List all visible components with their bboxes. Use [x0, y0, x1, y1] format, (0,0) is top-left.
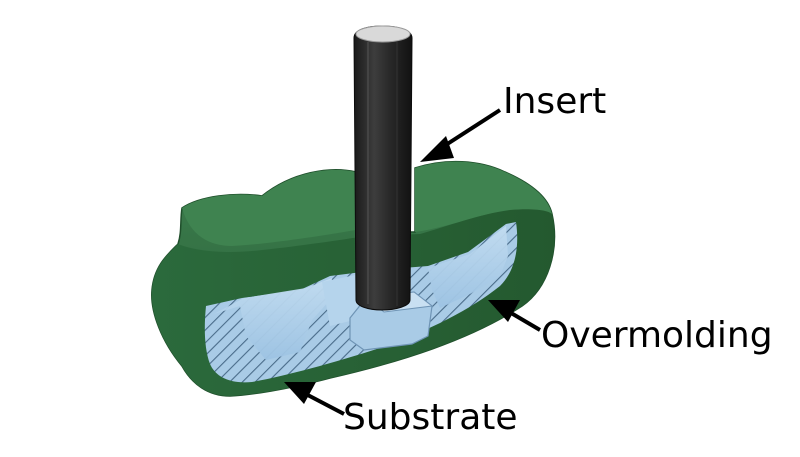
overmolding-arrow — [488, 300, 542, 332]
insert-rod-top — [355, 25, 411, 43]
overmolding-label: Overmolding — [541, 315, 773, 356]
substrate-label: Substrate — [343, 397, 518, 438]
substrate-arrow — [284, 382, 345, 416]
insert-rod — [353, 25, 413, 311]
overmolding-top-surface-right — [415, 161, 552, 232]
substrate-cavity-left — [214, 278, 332, 360]
substrate-cavity-right — [428, 226, 508, 308]
overmolding-top-surface — [182, 169, 356, 246]
substrate-rib — [322, 274, 362, 326]
insert-label: Insert — [503, 81, 607, 122]
insert-arrow — [420, 108, 502, 162]
